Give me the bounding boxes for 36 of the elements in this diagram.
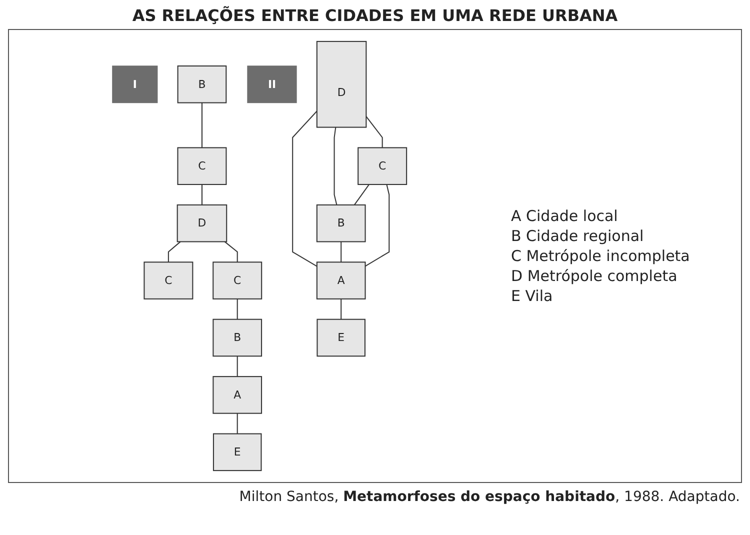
- connector: [202, 102, 203, 148]
- node-box: E: [317, 318, 366, 357]
- legend-text: A Cidade local: [511, 207, 619, 225]
- legend-text: D Metrópole completa: [511, 267, 678, 285]
- node-box: A: [316, 262, 366, 300]
- connector: [341, 242, 342, 262]
- connector: [237, 413, 238, 434]
- node-box: I: [112, 66, 158, 104]
- node-box: A: [213, 376, 262, 414]
- legend-text: C Metrópole incompleta: [511, 247, 691, 265]
- connector: [168, 241, 182, 262]
- node-box: B: [213, 318, 263, 357]
- connector: [354, 184, 370, 206]
- node-box: B: [178, 65, 228, 104]
- connector: [202, 184, 203, 205]
- connector: [366, 116, 384, 148]
- connector: [237, 298, 238, 320]
- legend-text: B Cidade regional: [511, 227, 645, 245]
- connector: [334, 127, 338, 206]
- node-box: D: [177, 204, 228, 242]
- connector: [237, 356, 238, 377]
- node-box: B: [316, 204, 366, 242]
- node-box: E: [213, 433, 262, 472]
- node-box: C: [358, 147, 408, 185]
- source-caption: Milton Santos, Metamorfoses do espaço habitado, 1988. Adaptado.: [238, 489, 740, 505]
- connector: [341, 298, 342, 320]
- node-box: C: [144, 262, 194, 300]
- node-box: C: [213, 262, 263, 300]
- node-box: D: [316, 40, 368, 128]
- connector: [365, 184, 390, 267]
- legend-text: E Vila: [511, 287, 554, 305]
- node-box: C: [178, 147, 228, 185]
- connector: [224, 241, 238, 262]
- node-box: II: [248, 66, 298, 104]
- diagram-title: AS RELAÇÕES ENTRE CIDADES EM UMA REDE URBANA: [131, 6, 619, 25]
- connector: [292, 110, 318, 267]
